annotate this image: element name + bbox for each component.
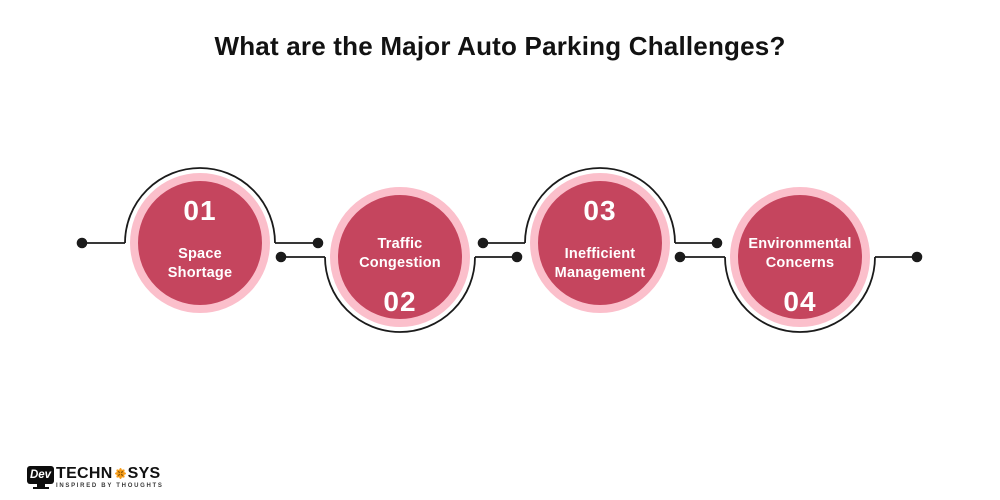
challenge-circle-2: Traffic Congestion 02 — [330, 187, 470, 327]
connector-dot — [711, 237, 723, 249]
step-label: Space Shortage — [167, 246, 233, 281]
brand-text-right: SYS — [127, 465, 161, 482]
page-title: What are the Major Auto Parking Challeng… — [214, 31, 786, 61]
connector-dot — [312, 237, 324, 249]
step-label: Environmental Concerns — [748, 236, 852, 271]
monitor-icon: Dev — [27, 466, 54, 489]
brand-tagline: INSPIRED BY THOUGHTS — [56, 483, 164, 489]
connector-arc — [124, 167, 276, 244]
monitor-stand — [36, 484, 45, 487]
monitor-screen-text: Dev — [27, 466, 54, 484]
step-label: Inefficient Management — [554, 246, 646, 281]
connector-dot — [511, 251, 523, 263]
step-number: 04 — [783, 286, 817, 317]
connector-arc — [724, 256, 876, 333]
brand-logo: Dev TECHN — [27, 466, 164, 489]
challenge-circle-1: 01 Space Shortage — [130, 173, 270, 313]
connector-dot — [911, 251, 923, 263]
step-number: 01 — [183, 195, 217, 226]
challenge-circle-3: 03 Inefficient Management — [530, 173, 670, 313]
brand-text-left: TECHN — [56, 465, 113, 482]
step-number: 02 — [383, 286, 417, 317]
step-label: Traffic Congestion — [359, 236, 441, 271]
step-number: 03 — [583, 195, 617, 226]
challenge-circle-4: Environmental Concerns 04 — [730, 187, 870, 327]
gear-icon — [114, 468, 126, 479]
connector-arc — [324, 256, 476, 333]
monitor-base — [32, 487, 49, 489]
connector-arc — [524, 167, 676, 244]
